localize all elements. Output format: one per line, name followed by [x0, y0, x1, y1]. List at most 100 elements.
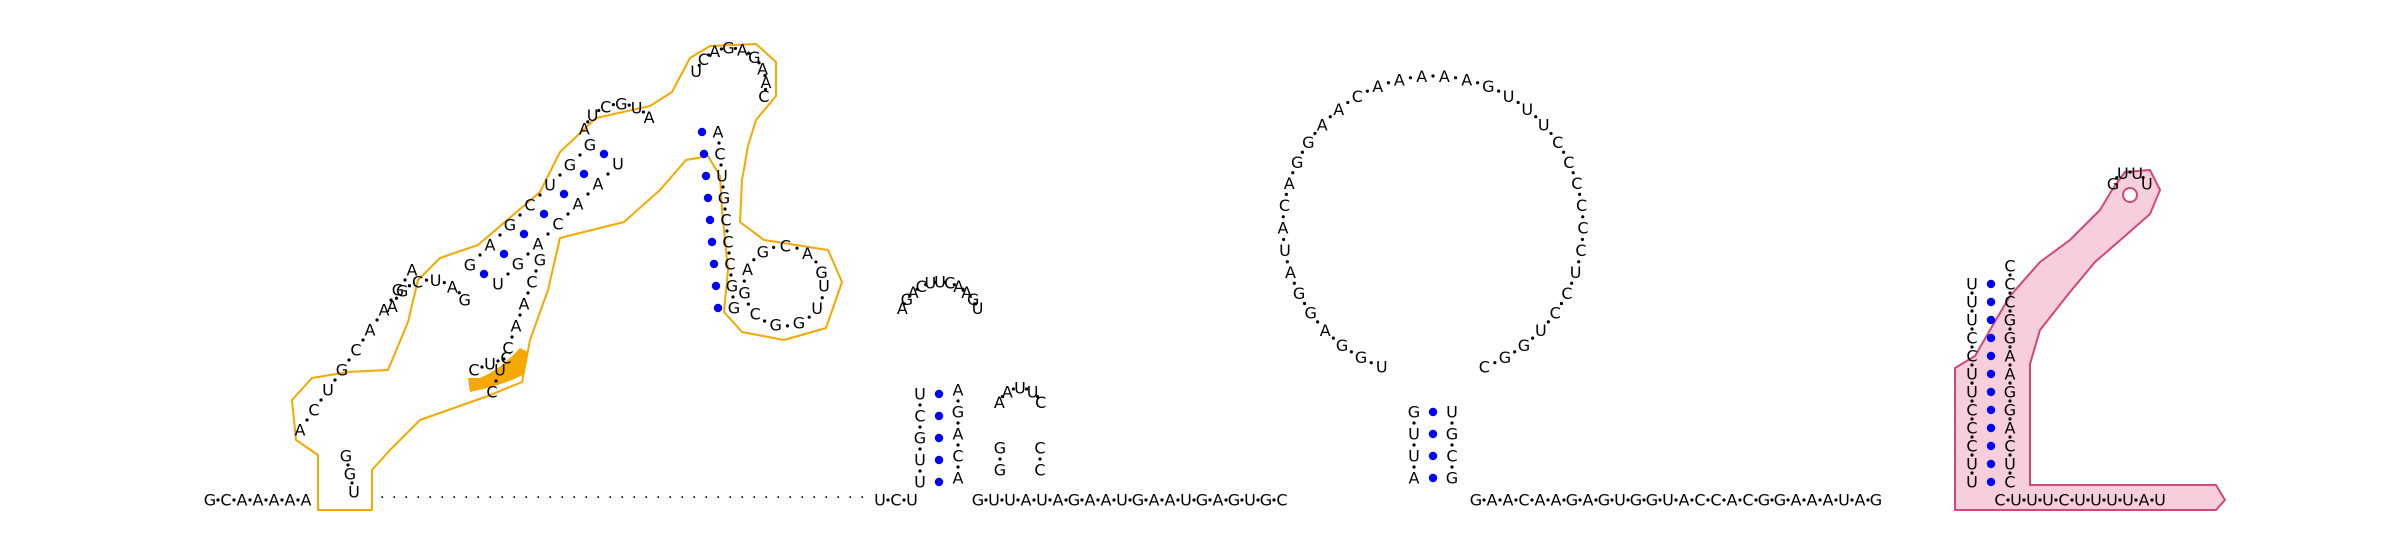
backbone-dot — [998, 457, 1002, 461]
strand-middle-a: G — [1260, 491, 1272, 510]
base-pair-dot — [559, 189, 569, 199]
backbone-dot — [1038, 457, 1042, 461]
structure-1-inner-right: G — [534, 251, 546, 270]
hairpin-4-right: G — [2004, 383, 2016, 402]
backbone-dot — [1970, 291, 1974, 295]
backbone-dot — [820, 296, 824, 300]
backbone-dot — [2118, 498, 2122, 502]
backbone-dot — [1534, 115, 1538, 119]
backbone-dot — [1706, 498, 1710, 502]
backbone-dot — [1482, 498, 1486, 502]
backbone-dot — [1328, 115, 1332, 119]
hairpin-3-loop: C — [1563, 153, 1574, 172]
hairpin-2-loop: U — [1027, 382, 1039, 401]
backbone-dot — [733, 46, 738, 51]
backbone-dot — [526, 252, 530, 256]
structure-1-stem-a-left: U — [544, 176, 556, 195]
base-pair-dot — [1428, 451, 1438, 461]
backbone-dot — [1578, 192, 1582, 196]
strand-middle-a: A — [1165, 491, 1176, 510]
backbone-dot — [1365, 89, 1369, 93]
base-pair-dot — [707, 237, 717, 247]
backbone-dot — [1970, 399, 1974, 403]
linker-dot: · — [416, 490, 420, 506]
linker-dot: · — [428, 490, 432, 506]
backbone-dot — [1754, 498, 1758, 502]
backbone-dot — [1531, 336, 1535, 340]
base-pair-dot — [1986, 369, 1996, 379]
backbone-dot — [496, 359, 500, 363]
structure-1-inner-loop: G — [396, 282, 408, 301]
hairpin-3-loop: U — [1538, 115, 1550, 134]
hairpin-3-right: G — [1446, 469, 1458, 488]
structure-1-left-arm: G — [392, 281, 404, 300]
backbone-dot — [1970, 453, 1974, 457]
backbone-dot — [1497, 89, 1501, 93]
base-pair-dot — [1428, 473, 1438, 483]
structure-1-bottom: G — [340, 447, 352, 466]
backbone-dot — [707, 53, 711, 57]
backbone-dot — [956, 421, 960, 425]
structure-1-stem-a-left: G — [504, 216, 516, 235]
strand-middle-a: A — [1101, 491, 1112, 510]
backbone-dot — [1281, 215, 1285, 219]
structure-1-highlight-segment: U — [484, 355, 496, 374]
structure-1-stem-a-right: A — [533, 235, 544, 254]
base-pair-dot — [1428, 429, 1438, 439]
linker-dot: · — [812, 490, 816, 506]
base-pair-dot — [1428, 407, 1438, 417]
base-pair-dot — [1986, 459, 1996, 469]
structure-1-arm-down: U — [716, 167, 728, 186]
backbone-dot — [641, 110, 645, 114]
backbone-dot — [2086, 498, 2090, 502]
structure-1-highlight-segment: C — [500, 349, 511, 368]
structure-1-loop-right: U — [690, 62, 702, 81]
backbone-dot — [578, 153, 582, 157]
linker-dot: · — [500, 490, 504, 506]
backbone-dot — [333, 378, 337, 382]
hairpin-1-loop: C — [944, 274, 955, 293]
strand-3prime: U — [2026, 491, 2038, 510]
hairpin-3-left: A — [1409, 469, 1420, 488]
backbone-dot — [2008, 345, 2012, 349]
backbone-dot — [2008, 363, 2012, 367]
backbone-dot — [746, 302, 750, 306]
hairpin-3-loop: C — [1571, 174, 1582, 193]
backbone-dot — [1302, 301, 1307, 306]
structure-1-hinge: U — [587, 106, 599, 125]
backbone-dot — [763, 73, 767, 78]
backbone-dot — [1064, 498, 1068, 502]
backbone-dot — [1658, 498, 1662, 502]
hairpin-3-left: U — [1408, 425, 1420, 444]
backbone-dot — [1160, 498, 1164, 502]
structure-1-loop-right: A — [757, 59, 768, 78]
structure-1-hinge: A — [579, 120, 590, 139]
strand-5prime: C — [220, 491, 231, 510]
linker-dot: · — [800, 490, 804, 506]
backbone-dot — [457, 291, 461, 295]
strand-middle-b: A — [1535, 491, 1546, 510]
backbone-dot — [2038, 498, 2042, 502]
hairpin-4-left: C — [1966, 347, 1977, 366]
hairpin-4-left: U — [1966, 473, 1978, 492]
hairpin-1-loop: U — [924, 274, 936, 293]
backbone-dot — [1048, 498, 1052, 502]
backbone-dot — [2102, 498, 2106, 502]
strand-5prime: G — [204, 491, 216, 510]
backbone-dot — [943, 280, 947, 284]
hairpin-3-loop: G — [1499, 348, 1511, 367]
strand-middle-b: A — [1551, 491, 1562, 510]
hairpin-3-loop: C — [1550, 303, 1561, 322]
hairpin-3-loop: G — [1336, 336, 1348, 355]
hairpin-1-loop: U — [934, 273, 946, 292]
hairpin-4-right: A — [2005, 347, 2016, 366]
hairpin-1-left: U — [914, 385, 926, 404]
linker-dot: · — [620, 490, 624, 506]
structure-1-loop-bottom: G — [815, 263, 827, 282]
hairpin-3-loop: C — [1575, 241, 1586, 260]
strand-middle-a: A — [1149, 491, 1160, 510]
linker-dot: · — [560, 490, 564, 506]
strand-middle-a: G — [972, 491, 984, 510]
hairpin-3-loop: A — [1333, 100, 1344, 119]
